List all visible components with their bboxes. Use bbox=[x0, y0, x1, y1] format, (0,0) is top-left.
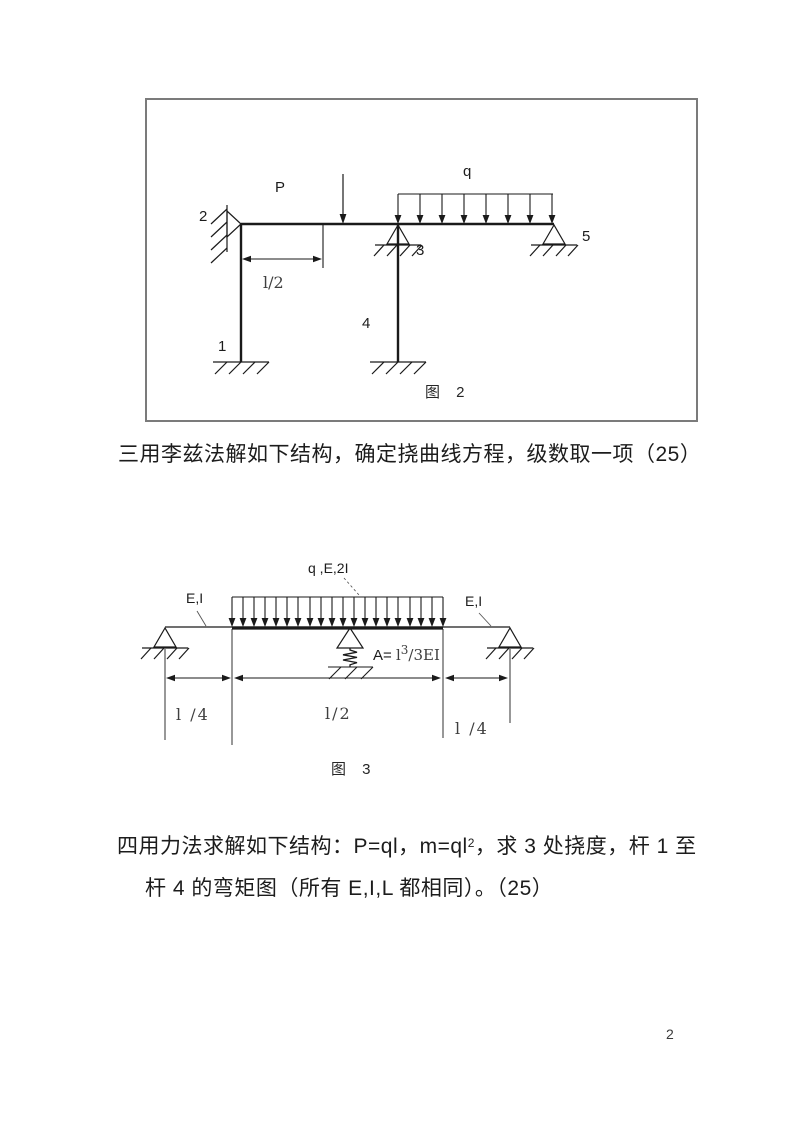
spring-label-prefix: A= bbox=[373, 647, 396, 664]
fig2-label-node5: 5 bbox=[582, 228, 591, 245]
fig3-dim-left-label: l /4 bbox=[176, 705, 210, 724]
figure2-diagram bbox=[210, 174, 579, 375]
problem3-text: 三用李兹法解如下结构，确定挠曲线方程，级数取一项（25） bbox=[118, 443, 702, 466]
figure2-frame-box bbox=[145, 98, 698, 422]
fig3-load-label: q ,E,2I bbox=[308, 560, 349, 576]
fig3-ei-left-label: E,I bbox=[186, 590, 204, 606]
fig2-label-node1: 1 bbox=[218, 338, 227, 355]
fig3-ei-right-label: E,I bbox=[465, 593, 483, 609]
fig2-label-q: q bbox=[463, 163, 472, 180]
fig3-dim-right-label: l /4 bbox=[455, 719, 489, 738]
fig2-caption: 图 2 bbox=[425, 384, 471, 401]
problem4-line1: 四用力法求解如下结构：P=ql，m=ql2，求 3 处挠度，杆 1 至 bbox=[117, 830, 697, 860]
spring-label-sup: 3 bbox=[400, 643, 409, 657]
figure3-diagram bbox=[140, 577, 535, 745]
fig2-label-node4: 4 bbox=[362, 315, 371, 332]
fig2-label-node2: 2 bbox=[199, 208, 208, 225]
fig3-dim-mid-label: l/2 bbox=[325, 704, 352, 723]
spring-label-rest: /3EI bbox=[408, 646, 440, 664]
fig2-label-P: P bbox=[275, 179, 286, 196]
fig2-label-node3: 3 bbox=[416, 242, 425, 259]
problem4-line1-post: ，求 3 处挠度，杆 1 至 bbox=[474, 835, 697, 858]
page-number: 2 bbox=[666, 1026, 674, 1042]
figure3-wrap bbox=[130, 555, 550, 770]
fig3-spring-stiffness-label: A= l3/3EI bbox=[373, 643, 440, 664]
problem4-line1-sup: 2 bbox=[467, 836, 475, 850]
fig2-dimension-label: l/2 bbox=[263, 273, 284, 292]
fig3-caption: 图 3 bbox=[331, 761, 377, 778]
problem4-line1-pre: 四用力法求解如下结构：P=ql，m=ql bbox=[117, 835, 468, 858]
spring-label-l: l bbox=[395, 646, 401, 664]
problem4-line2: 杆 4 的弯矩图（所有 E,I,L 都相同）。（25） bbox=[145, 877, 554, 900]
